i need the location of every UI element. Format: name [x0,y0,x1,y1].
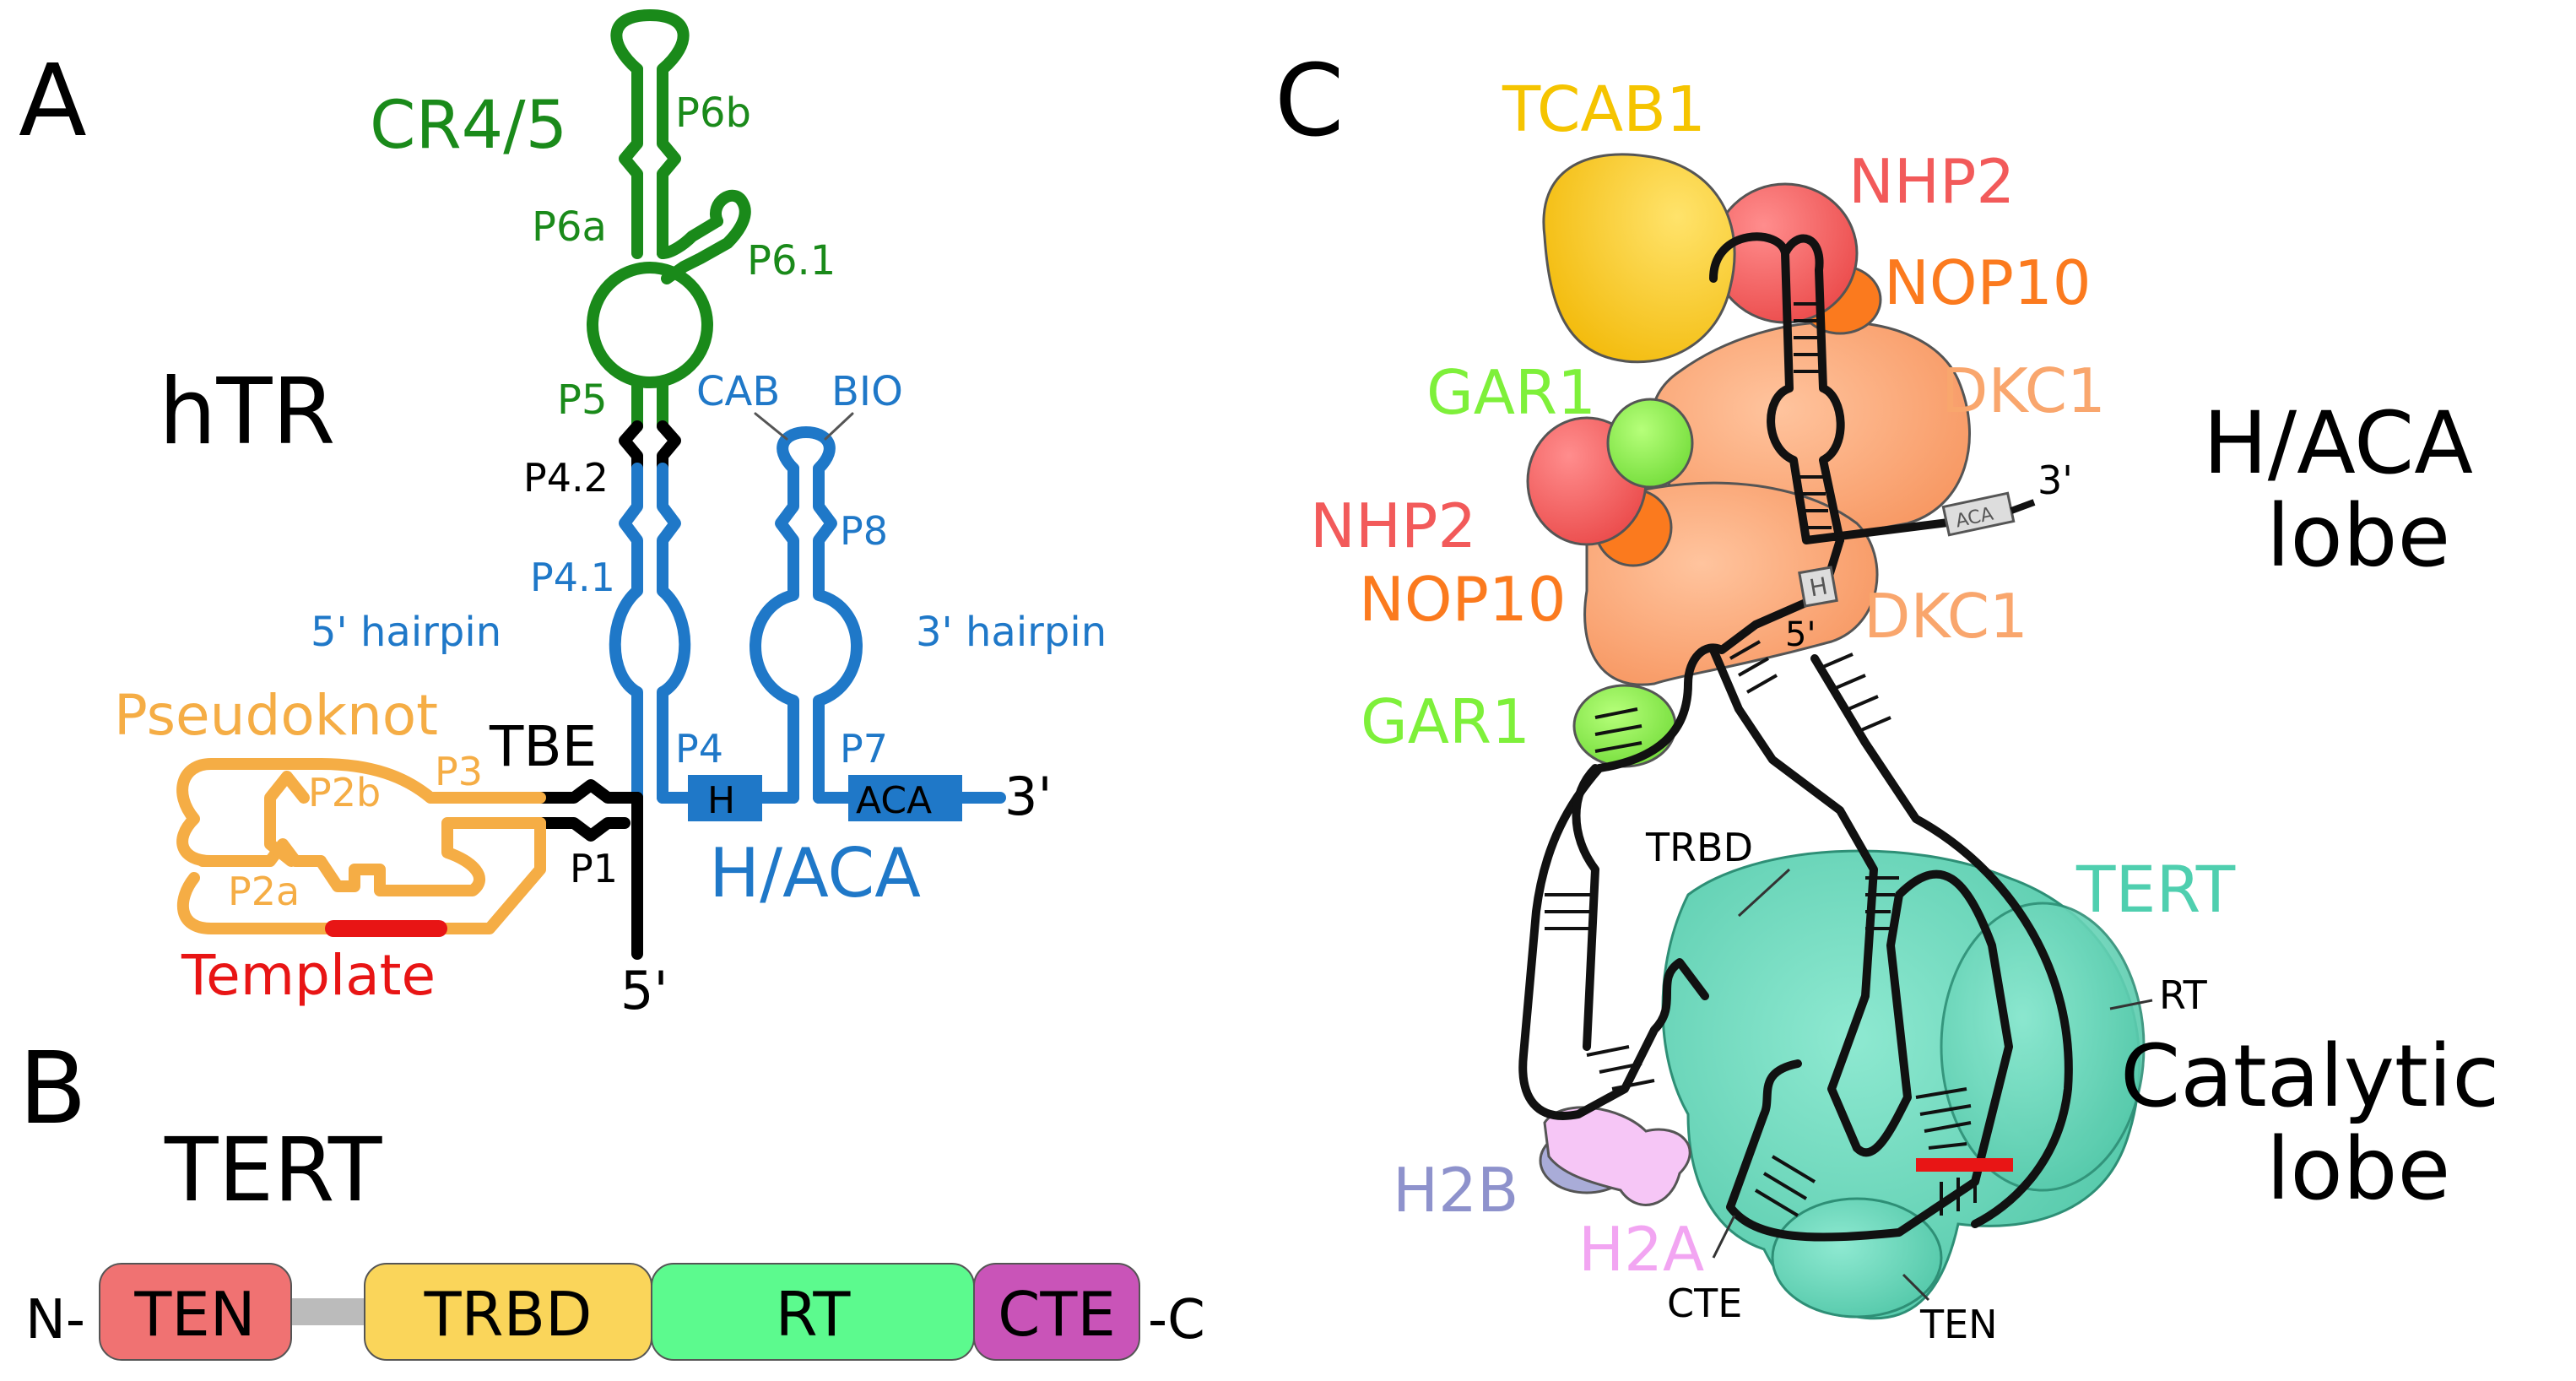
p1-label: P1 [570,846,618,891]
h-box [688,775,762,821]
htr-5prime-label: 5' [620,960,668,1021]
h2b-label: H2B [1393,1155,1518,1226]
domain-cte [973,1263,1140,1361]
p6a-label: P6a [532,203,607,251]
p42-stem [619,420,681,474]
p42-label: P4.2 [523,455,609,501]
p6b-label: P6b [675,89,751,137]
h2a-label: H2A [1578,1214,1704,1285]
nop10-top-label: NOP10 [1884,247,2092,318]
nop10-left-label: NOP10 [1359,564,1567,635]
n-terminus: N- [25,1289,85,1351]
trbd-pointer [1737,868,1791,918]
hairpin5-label: 5' hairpin [311,609,501,656]
hairpin3-label: 3' hairpin [916,609,1107,656]
tert-title: TERT [164,1118,382,1221]
gar1-bottom-label: GAR1 [1361,686,1530,757]
cab-pointer [754,412,788,441]
haca-lobe-line1: H/ACA [2203,393,2473,494]
tert-complex-label: TERT [2075,852,2236,927]
dkc1-bottom-label: DKC1 [1864,581,2028,652]
gar1-top-label: GAR1 [1426,357,1596,428]
nhp2-left-label: NHP2 [1310,490,1476,561]
htr-3prime-label: 3' [1004,766,1053,827]
catalytic-lobe-line1: Catalytic [2120,1026,2499,1127]
p2a-label: P2a [228,869,300,914]
tert-domain-bar: TERT N- TEN TRBD RT CTE -C [25,1118,1205,1361]
haca-lobe-line2: lobe [2266,486,2450,587]
panel-label-a: A [19,42,87,159]
rt-pointer [2109,999,2153,1010]
dkc1-top-label: DKC1 [1941,355,2106,426]
domain-ten-label: TEN [133,1279,255,1350]
htr-labels: hTR CR4/5 P6b P6a P6.1 P5 P4.2 P4.1 CAB … [114,88,1107,1021]
tcab1-label: TCAB1 [1502,73,1706,146]
htr-title: hTR [159,360,335,465]
complex-aca-box [1941,491,2016,537]
core-p1-tbe [534,779,643,960]
p7-label: P7 [840,726,888,772]
nhp2-top-label: NHP2 [1848,146,2015,217]
cr45-label: CR4/5 [370,88,567,164]
p3-label: P3 [435,749,483,794]
rt-complex-label: RT [2159,972,2208,1018]
trbd-complex-label: TRBD [1645,825,1753,870]
ten-complex-label: TEN [1919,1302,1998,1347]
complex-5prime-label: 5' [1785,615,1816,654]
complex-h-box [1798,566,1838,608]
p61-label: P6.1 [747,237,836,284]
ten-pointer [1902,1273,1930,1302]
tcab1-blob [1542,153,1736,364]
cr45-domain [587,9,751,432]
ten-linker [291,1298,367,1325]
domain-rt-label: RT [776,1279,852,1350]
h2a-blob [1543,1106,1691,1206]
panel-label-c: C [1274,42,1344,159]
rna-base-pairs [1545,302,1977,1217]
htr-diagram [176,9,1006,960]
c-terminus: -C [1148,1289,1205,1351]
aca-box-label: ACA [856,779,932,822]
p41-label: P4.1 [530,555,615,600]
cte-complex-label: CTE [1667,1281,1742,1326]
pseudoknot-domain [176,758,546,934]
template-label: Template [181,943,436,1008]
h-box-label: H [707,779,735,822]
tbe-label: TBE [489,714,597,779]
gar1-top-blob [1606,398,1694,489]
p8-label: P8 [840,508,888,554]
aca-box [848,775,962,821]
htr-rna-trace [1518,232,2073,1242]
hairpin-5prime [609,463,691,804]
bio-label: BIO [831,368,903,415]
catalytic-lobe-line2: lobe [2266,1119,2450,1220]
complex-labels: TCAB1 NHP2 NOP10 DKC1 GAR1 NHP2 NOP10 DK… [1310,73,2499,1347]
bio-pointer [824,412,854,441]
cab-label: CAB [696,368,780,415]
gar1-bottom-blob [1572,684,1677,768]
complex-3prime-label: 3' [2038,458,2073,503]
domain-trbd-label: TRBD [424,1279,593,1350]
pseudoknot-label: Pseudoknot [114,683,438,748]
p4-label: P4 [675,726,723,772]
cte-pointer [1712,1215,1736,1259]
haca-label: H/ACA [709,834,921,913]
p5-label: P5 [557,376,607,424]
holoenzyme-cartoon [1518,153,2153,1320]
p2b-label: P2b [308,770,381,815]
domain-cte-label: CTE [998,1279,1116,1350]
panel-label-b: B [19,1030,87,1146]
domain-ten [99,1263,292,1361]
complex-3prime-tail [2010,499,2036,514]
